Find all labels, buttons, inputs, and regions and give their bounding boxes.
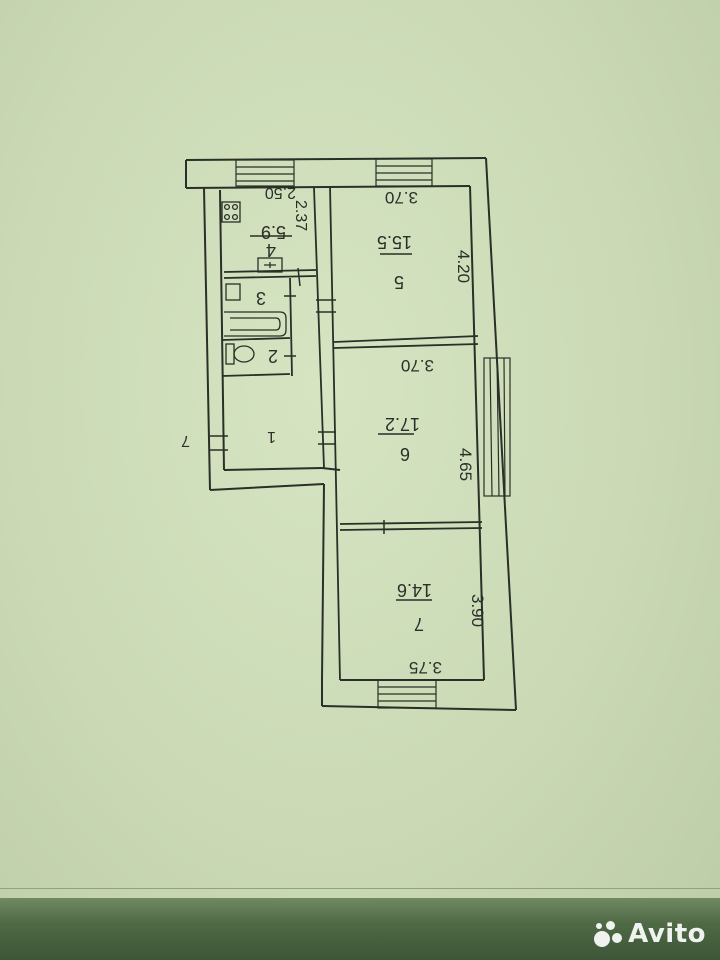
- fraction-lines: [250, 235, 432, 601]
- room-6-number: 6: [400, 444, 410, 464]
- room-3-number: 3: [256, 288, 266, 308]
- room-5-number: 5: [394, 272, 404, 292]
- avito-logo-icon: [592, 919, 623, 949]
- outer-walls: [185, 157, 517, 711]
- room-5-length: 4.20: [454, 250, 473, 283]
- room-6-area: 17.2: [385, 414, 420, 434]
- bathtub-fixture: [224, 311, 287, 337]
- toilet-fixture: [225, 343, 255, 365]
- avito-watermark: Avito: [592, 916, 706, 952]
- stove-fixture: [221, 201, 241, 223]
- section-marker: 7: [181, 432, 190, 449]
- room-1-number: 1: [267, 428, 276, 445]
- room-6-width: 3.70: [401, 356, 434, 375]
- room-7-number: 7: [414, 614, 424, 634]
- room-5-area: 15.5: [377, 232, 412, 252]
- room-4-width: 2.50: [265, 184, 296, 201]
- room-6-length: 4.65: [456, 448, 475, 481]
- room-7-width: 3.75: [409, 658, 442, 677]
- scan-edge-line: [0, 888, 720, 889]
- room-4-area: 5.9: [261, 222, 286, 242]
- sink-fixture: [257, 257, 283, 273]
- room-7-area: 14.6: [397, 580, 432, 600]
- washbasin-fixture: [225, 283, 241, 301]
- windows: [235, 158, 511, 709]
- room-5-width: 3.70: [385, 188, 418, 207]
- room-2-number: 2: [268, 346, 278, 366]
- room-7-length: 3.90: [468, 594, 487, 627]
- avito-brand-text: Avito: [628, 919, 706, 949]
- door-marks: [210, 267, 385, 534]
- interior-walls: [221, 185, 483, 681]
- scan-bottom-band: [0, 898, 720, 960]
- room-4-length: 2.37: [292, 200, 309, 231]
- room-4-number: 4: [266, 240, 276, 260]
